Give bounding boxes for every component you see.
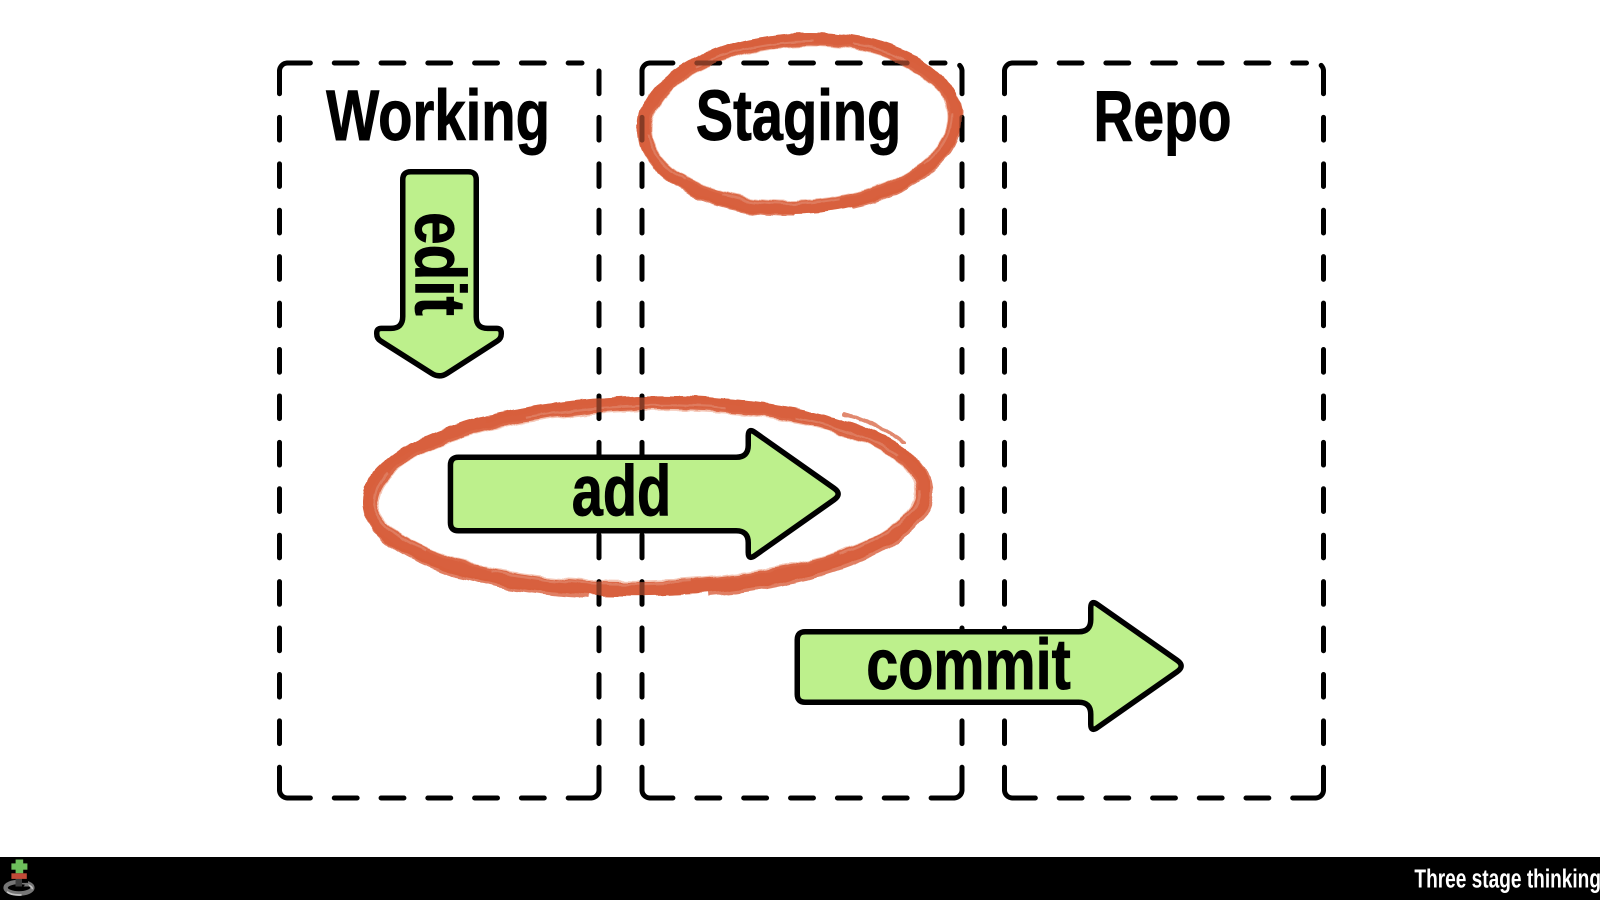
svg-text:Repo: Repo [1093,77,1231,156]
svg-text:add: add [572,451,671,531]
svg-text:edit: edit [400,212,480,316]
svg-text:Working: Working [326,76,550,156]
svg-text:Staging: Staging [696,76,902,156]
svg-text:Three stage thinking: Three stage thinking [1414,864,1600,894]
svg-text:commit: commit [866,625,1070,704]
